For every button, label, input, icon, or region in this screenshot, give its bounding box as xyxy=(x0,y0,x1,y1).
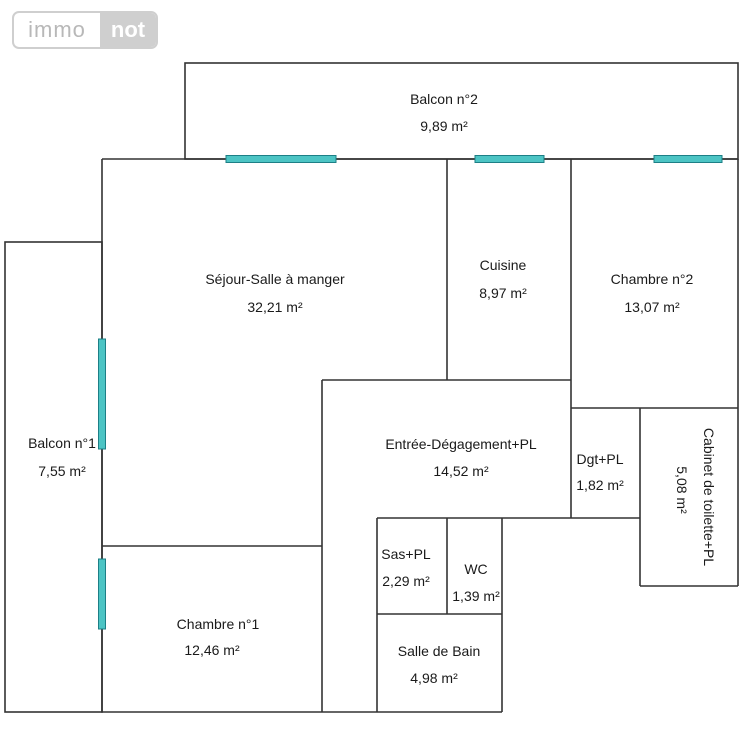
room-area-chambre1: 12,46 m² xyxy=(184,642,240,658)
room-name-chambre1: Chambre n°1 xyxy=(177,616,260,632)
room-area-balcon1: 7,55 m² xyxy=(38,463,86,479)
windows xyxy=(98,155,723,630)
walls xyxy=(4,62,739,713)
room-area-cuisine: 8,97 m² xyxy=(479,285,527,301)
window-chambre2 xyxy=(653,155,723,163)
room-area-entree: 14,52 m² xyxy=(433,463,489,479)
logo-part-immo: immo xyxy=(28,17,86,42)
room-name-cuisine: Cuisine xyxy=(480,257,527,273)
room-area-wc: 1,39 m² xyxy=(452,588,500,604)
room-area-chambre2: 13,07 m² xyxy=(624,299,680,315)
room-name-balcon1: Balcon n°1 xyxy=(28,435,96,451)
room-name-chambre2: Chambre n°2 xyxy=(611,271,694,287)
window-sejour-west xyxy=(98,338,106,450)
window-sejour-north xyxy=(225,155,337,163)
room-area-sejour: 32,21 m² xyxy=(247,299,303,315)
logo-part-not: not xyxy=(100,13,156,47)
room-name-sas: Sas+PL xyxy=(381,546,431,562)
room-name-sejour: Séjour-Salle à manger xyxy=(205,271,345,287)
window-cuisine xyxy=(474,155,545,163)
room-area-cabinet: 5,08 m² xyxy=(674,466,690,514)
room-area-sas: 2,29 m² xyxy=(382,573,430,589)
room-name-balcon2: Balcon n°2 xyxy=(410,91,478,107)
room-name-wc: WC xyxy=(464,561,487,577)
room-name-salledebain: Salle de Bain xyxy=(398,643,481,659)
window-chambre1 xyxy=(98,558,106,630)
room-area-balcon2: 9,89 m² xyxy=(420,118,468,134)
room-area-dgt: 1,82 m² xyxy=(576,477,624,493)
room-area-salledebain: 4,98 m² xyxy=(410,670,458,686)
room-name-entree: Entrée-Dégagement+PL xyxy=(385,436,537,452)
room-name-cabinet: Cabinet de toilette+PL xyxy=(701,428,717,566)
room-labels: Balcon n°2 9,89 m² Séjour-Salle à manger… xyxy=(28,91,717,686)
balcon2-outline xyxy=(184,62,739,160)
room-name-dgt: Dgt+PL xyxy=(576,451,623,467)
immonot-logo: immo not xyxy=(12,11,158,49)
